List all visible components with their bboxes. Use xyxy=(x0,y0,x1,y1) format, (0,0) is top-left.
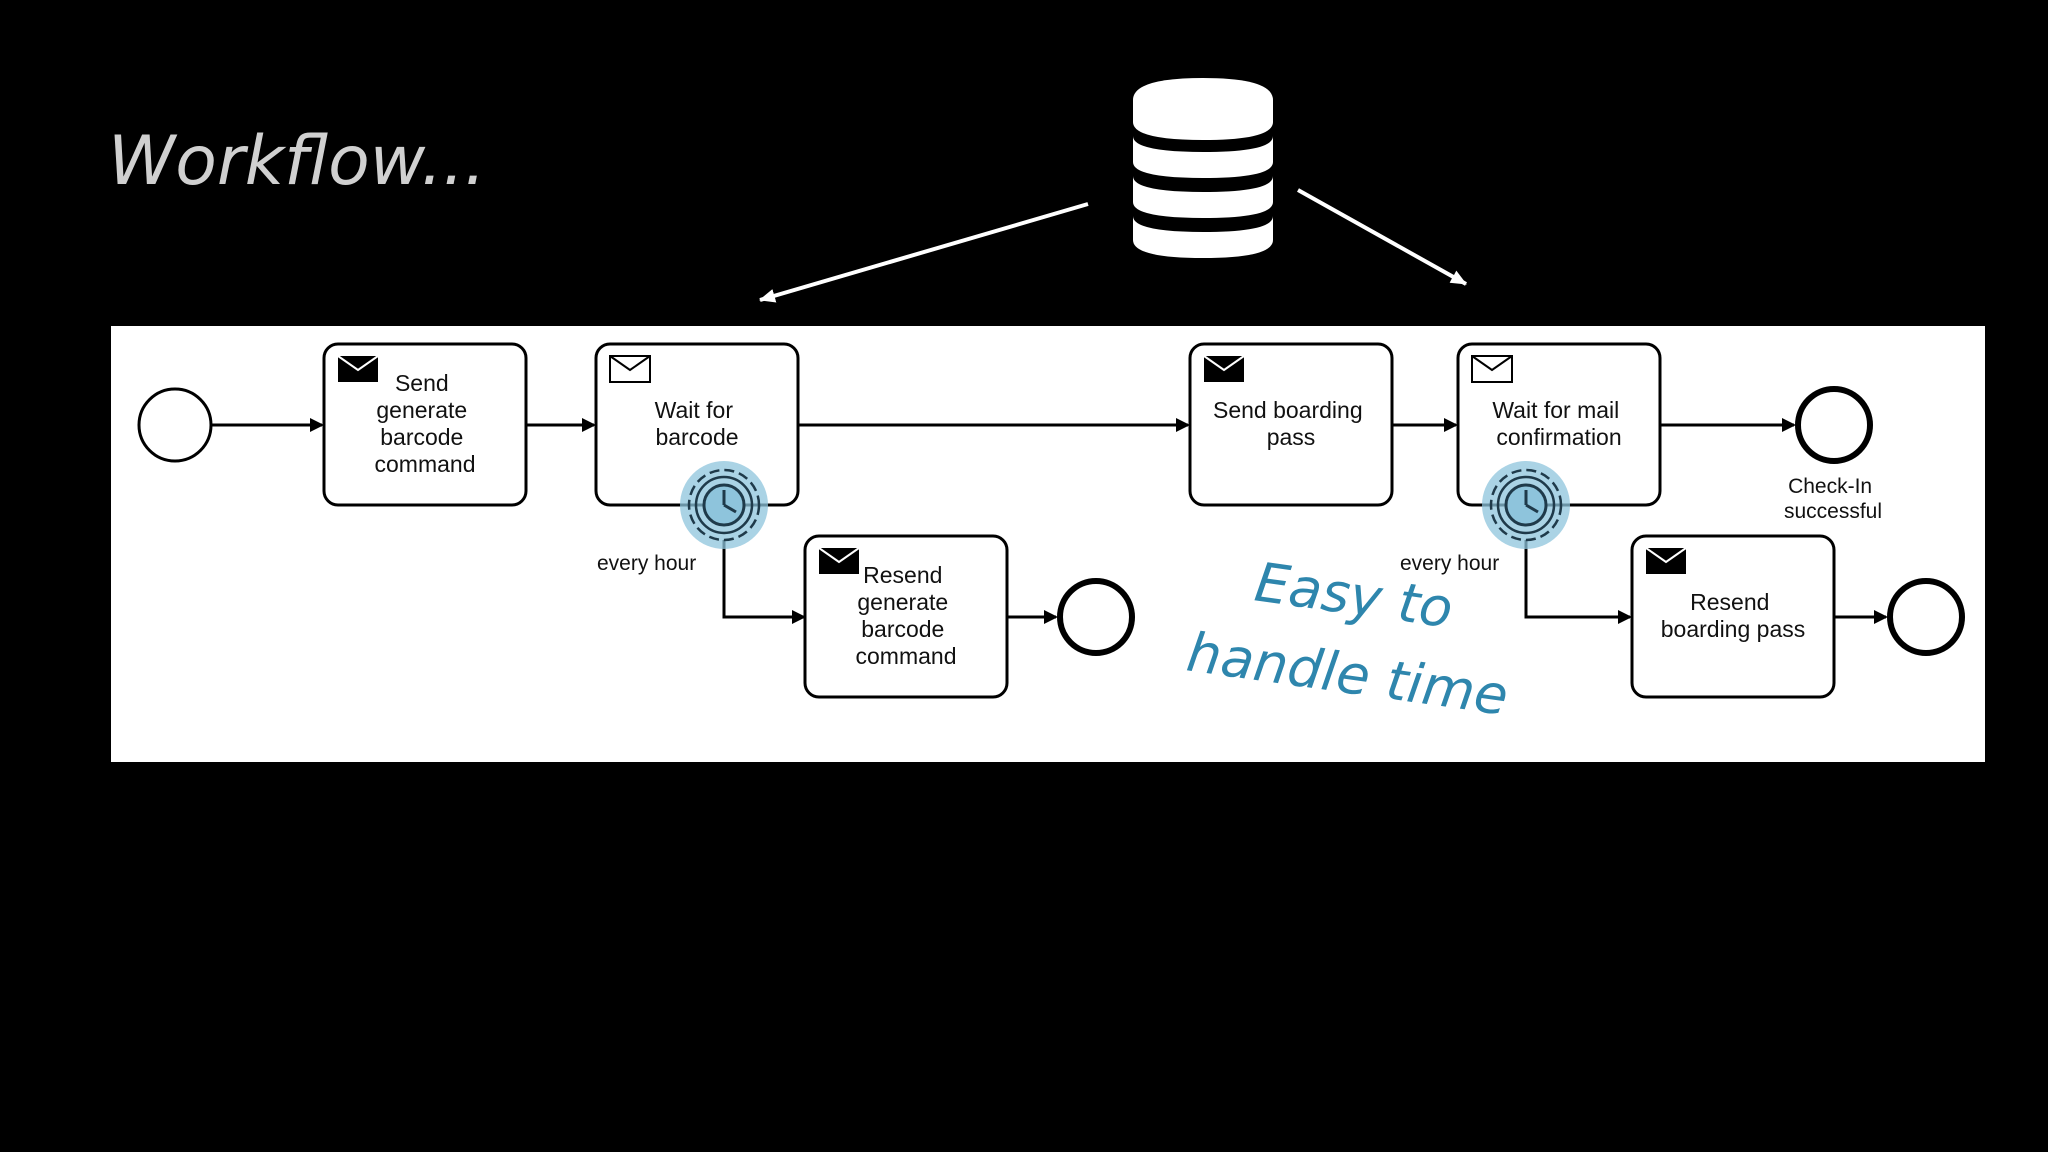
timer-label-barcode: every hour xyxy=(597,552,696,575)
timer-clock-icon xyxy=(1504,483,1548,527)
database-icon xyxy=(1133,78,1273,258)
timer-boundary-barcode xyxy=(680,461,768,549)
task-wait-for-barcode: Wait for barcode xyxy=(594,342,800,507)
svg-text:Send generate barc: Send generate barcode command xyxy=(375,370,476,477)
task-line: Wait for mail xyxy=(1492,397,1619,423)
task-line: Wait for xyxy=(655,397,734,423)
svg-text:Resend boarding pass: Resend boarding pass xyxy=(1661,589,1806,642)
task-line: Resend xyxy=(863,562,942,588)
task-resend-generate-barcode: Resend generate barcode command xyxy=(803,534,1009,699)
task-line: Send xyxy=(395,370,449,396)
task-send-boarding-pass: Send boarding pass xyxy=(1188,342,1394,507)
task-line: command xyxy=(856,643,957,669)
task-line: confirmation xyxy=(1496,424,1621,450)
task-line: command xyxy=(375,451,476,477)
db-arrow-left xyxy=(759,202,1089,303)
end-event-label: successful xyxy=(1784,500,1882,523)
end-event-resend-boarding xyxy=(1887,578,1965,656)
receive-message-icon xyxy=(1471,355,1513,383)
task-line: barcode xyxy=(655,424,738,450)
timer-clock-icon xyxy=(702,483,746,527)
task-line: barcode xyxy=(380,424,463,450)
send-message-icon xyxy=(818,547,860,574)
svg-text:Check-In successful: Check-In successful xyxy=(1784,475,1882,523)
receive-message-icon xyxy=(609,355,651,383)
send-message-icon xyxy=(1645,547,1687,574)
sequence-flows xyxy=(212,418,1888,624)
task-line: generate xyxy=(857,589,948,615)
end-event-resend-barcode xyxy=(1057,578,1135,656)
svg-text:Resend generate ba: Resend generate barcode command xyxy=(856,562,957,669)
slide-title: Workflow... xyxy=(108,122,486,201)
send-message-icon xyxy=(337,355,379,382)
task-resend-boarding-pass: Resend boarding pass xyxy=(1630,534,1836,699)
svg-text:Wait for mail confirmati: Wait for mail confirmation xyxy=(1492,397,1625,450)
task-send-generate-barcode: Send generate barcode command xyxy=(322,342,528,507)
end-event-check-in xyxy=(1795,386,1873,464)
task-line: Send boarding xyxy=(1213,397,1363,423)
svg-text:Wait for barcode: Wait for barcode xyxy=(655,397,740,450)
task-line: pass xyxy=(1267,424,1316,450)
start-event xyxy=(137,387,213,463)
timer-boundary-mail xyxy=(1482,461,1570,549)
svg-text:Send boarding pass: Send boarding pass xyxy=(1213,397,1369,450)
send-message-icon xyxy=(1203,355,1245,382)
task-line: barcode xyxy=(861,616,944,642)
timer-label-mail: every hour xyxy=(1400,552,1499,575)
task-line: generate xyxy=(376,397,467,423)
task-line: Resend xyxy=(1690,589,1769,615)
end-event-label: Check-In xyxy=(1788,475,1872,498)
db-arrow-right xyxy=(1297,188,1467,286)
task-line: boarding pass xyxy=(1661,616,1806,642)
